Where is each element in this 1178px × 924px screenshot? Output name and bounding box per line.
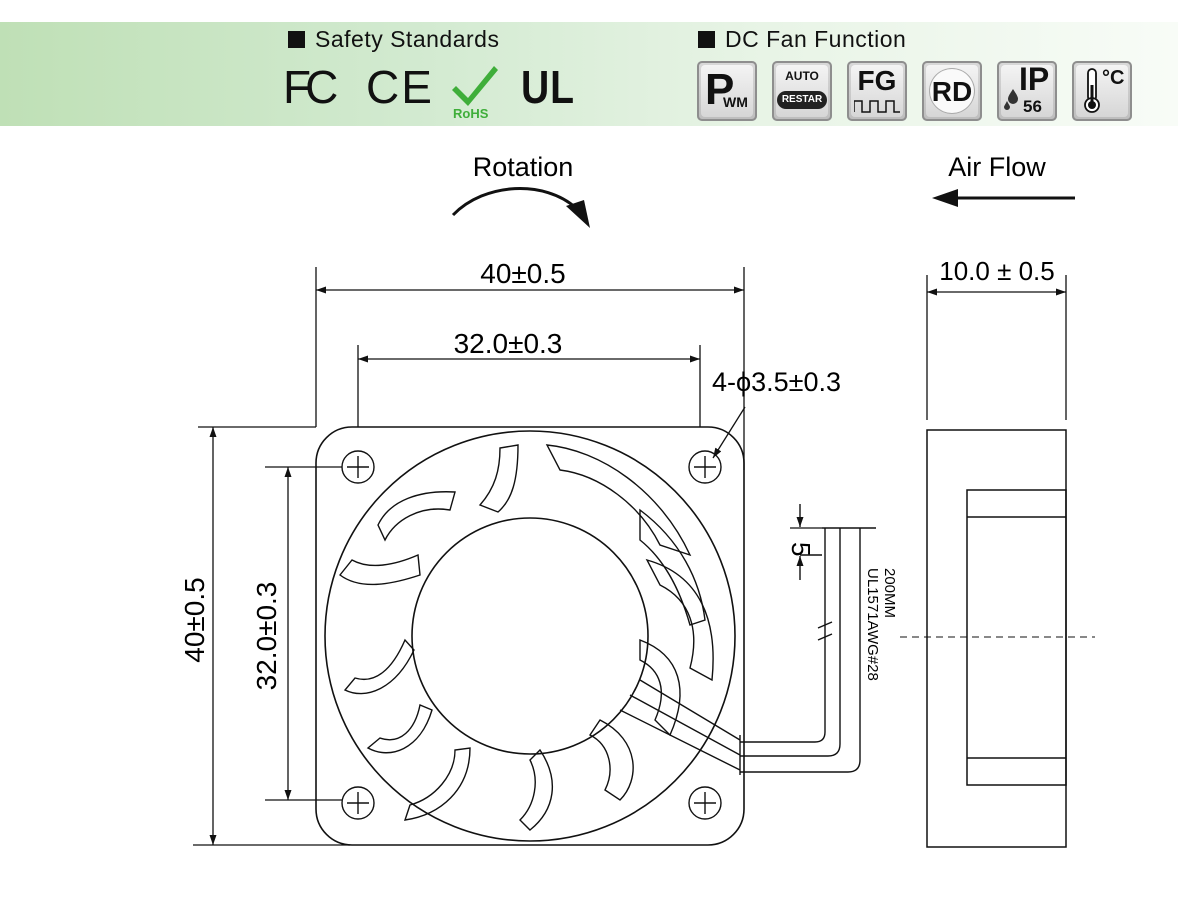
height-holes-dimension [265, 466, 342, 801]
hole-spec-label: 4-ϕ3.5±0.3 [712, 367, 841, 397]
width-outer-label: 40±0.5 [480, 258, 565, 289]
ip56-icon: IP 56 [997, 61, 1057, 121]
fg-label: FG [857, 65, 897, 96]
hole-spec-leader [712, 406, 746, 459]
thermometer-icon [1084, 68, 1100, 113]
pwm-p-glyph: P [705, 65, 735, 114]
square-bullet-icon [288, 31, 305, 48]
safety-standards-heading: Safety Standards [288, 26, 499, 53]
dc-fan-function-heading: DC Fan Function [698, 26, 906, 53]
width-outer-dimension [315, 267, 745, 470]
wire-offset-label: 5 [786, 542, 816, 556]
height-holes-label: 32.0±0.3 [251, 582, 282, 691]
fan-side-view [926, 429, 1067, 848]
airflow-label: Air Flow [948, 152, 1046, 182]
auto-restart-icon: AUTO RESTAR [772, 61, 832, 121]
depth-label: 10.0 ± 0.5 [939, 256, 1054, 286]
fan-hub [411, 517, 649, 755]
pwm-icon: P WM [697, 61, 757, 121]
depth-dimension [926, 275, 1067, 420]
side-hub [966, 489, 1067, 786]
height-outer-dimension [193, 426, 350, 846]
fan-shroud-circle [324, 430, 736, 842]
square-bullet-icon [698, 31, 715, 48]
rohs-logo: RoHS [452, 66, 498, 120]
fan-blades [339, 444, 714, 831]
airflow-arrow-icon [932, 189, 1075, 207]
rotation-label: Rotation [473, 152, 574, 182]
fan-frame [315, 426, 745, 846]
celsius-label: °C [1102, 67, 1125, 89]
rotation-arrow-icon [451, 187, 590, 228]
mounting-hole [341, 786, 375, 820]
mounting-hole [688, 786, 722, 820]
lead-wires [740, 527, 876, 773]
safety-standards-title: Safety Standards [315, 26, 500, 52]
wire-spec-line2: 200MM [881, 568, 898, 618]
width-holes-dimension [357, 345, 701, 427]
rd-label: RD [931, 76, 973, 107]
ip-rating-label: 56 [1023, 97, 1042, 116]
square-wave-icon [854, 100, 900, 113]
fan-front-view [315, 426, 745, 846]
rohs-checkmark-icon [452, 66, 498, 106]
dc-fan-function-title: DC Fan Function [725, 26, 907, 52]
ce-logo: CE [366, 61, 434, 113]
restart-label: RESTAR [777, 91, 827, 109]
mounting-hole [688, 450, 722, 484]
fg-icon: FG [847, 61, 907, 121]
auto-label: AUTO [785, 69, 819, 83]
pwm-label: WM [723, 94, 748, 110]
rohs-label: RoHS [453, 106, 489, 120]
rd-icon: RD [922, 61, 982, 121]
wire-spec-line1: UL1571AWG#28 [864, 568, 881, 681]
height-outer-label: 40±0.5 [179, 577, 210, 662]
water-drops-icon [1004, 89, 1018, 110]
temperature-icon: °C [1072, 61, 1132, 121]
width-holes-label: 32.0±0.3 [454, 328, 563, 359]
wire-offset-dimension: 5 [786, 504, 822, 580]
ul-logo: UL [521, 61, 575, 113]
ip-label: IP [1019, 61, 1050, 97]
fcc-logo: FC [283, 61, 338, 113]
